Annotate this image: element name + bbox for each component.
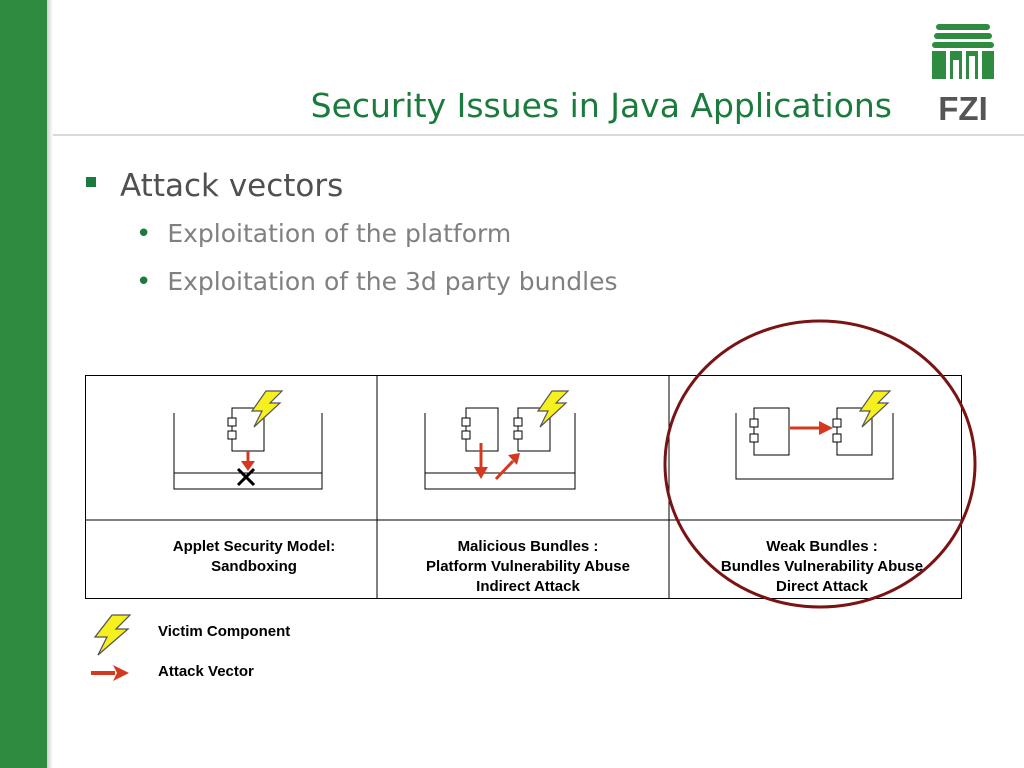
slide-title: Security Issues in Java Applications — [310, 86, 892, 125]
attack-arrow-shaft — [494, 459, 515, 481]
attack-arrow-icon — [241, 461, 255, 471]
weak-bundle — [836, 407, 873, 456]
bullet-text: Attack vectors — [120, 168, 344, 204]
diagram-table-frame — [85, 375, 962, 599]
highlight-circle — [663, 319, 977, 609]
caption-sandboxing: Applet Security Model: Sandboxing — [152, 537, 356, 577]
component-port — [461, 417, 471, 427]
blocked-x-icon — [236, 467, 256, 487]
fzi-logo: FZI — [932, 24, 994, 126]
legend-victim-label: Victim Component — [158, 623, 291, 640]
caption-line: Platform Vulnerability Abuse — [426, 558, 630, 575]
subbullet-platform: • Exploitation of the platform — [136, 219, 511, 249]
caption-malicious-bundles: Malicious Bundles : Platform Vulnerabili… — [400, 537, 656, 597]
victim-bundle — [517, 407, 551, 452]
caption-line: Malicious Bundles : — [457, 538, 599, 555]
component-port — [513, 417, 523, 427]
legend-bolt-icon — [93, 614, 131, 656]
caption-weak-bundles: Weak Bundles : Bundles Vulnerability Abu… — [696, 537, 948, 597]
dot-bullet-icon: • — [136, 267, 152, 297]
component-port — [749, 418, 759, 428]
left-accent-bar — [0, 0, 47, 768]
attack-diagram — [85, 375, 962, 599]
attack-arrow-icon — [819, 421, 833, 435]
attacker-bundle — [753, 407, 790, 456]
component-port — [227, 417, 237, 427]
subbullet-bundles: • Exploitation of the 3d party bundles — [136, 267, 617, 297]
component-port — [513, 430, 523, 440]
component-port — [832, 418, 842, 428]
panel-malicious-bundles — [424, 390, 576, 490]
subbullet-text: Exploitation of the 3d party bundles — [167, 267, 618, 296]
caption-line: Direct Attack — [776, 578, 868, 595]
component-port — [749, 433, 759, 443]
bundle-container — [735, 413, 894, 480]
dot-bullet-icon: • — [136, 219, 152, 249]
victim-bolt-icon — [537, 390, 569, 428]
fzi-logo-mark — [932, 24, 994, 79]
platform-container — [424, 413, 576, 490]
caption-line: Bundles Vulnerability Abuse — [720, 558, 924, 575]
panel-weak-bundles — [735, 390, 894, 480]
victim-bolt-icon — [251, 390, 283, 428]
applet-component — [231, 407, 265, 452]
legend-arrow-icon — [91, 665, 129, 681]
fzi-logo-text: FZI — [938, 90, 987, 126]
attack-arrow-icon — [474, 467, 488, 479]
square-bullet-icon — [86, 176, 96, 187]
subbullet-text: Exploitation of the platform — [167, 219, 512, 248]
legend-attack-label: Attack Vector — [158, 663, 254, 680]
component-port — [227, 430, 237, 440]
title-divider — [53, 134, 1024, 136]
caption-line: Indirect Attack — [476, 578, 580, 595]
component-port — [461, 430, 471, 440]
caption-line: Sandboxing — [211, 558, 297, 575]
panel-sandboxing — [173, 390, 323, 490]
left-accent-shadow — [47, 0, 53, 768]
caption-line: Weak Bundles : — [766, 538, 878, 555]
component-port — [832, 433, 842, 443]
caption-line: Applet Security Model: — [172, 538, 336, 555]
bullet-attack-vectors: Attack vectors — [86, 168, 343, 204]
attack-arrow-icon — [508, 453, 520, 465]
